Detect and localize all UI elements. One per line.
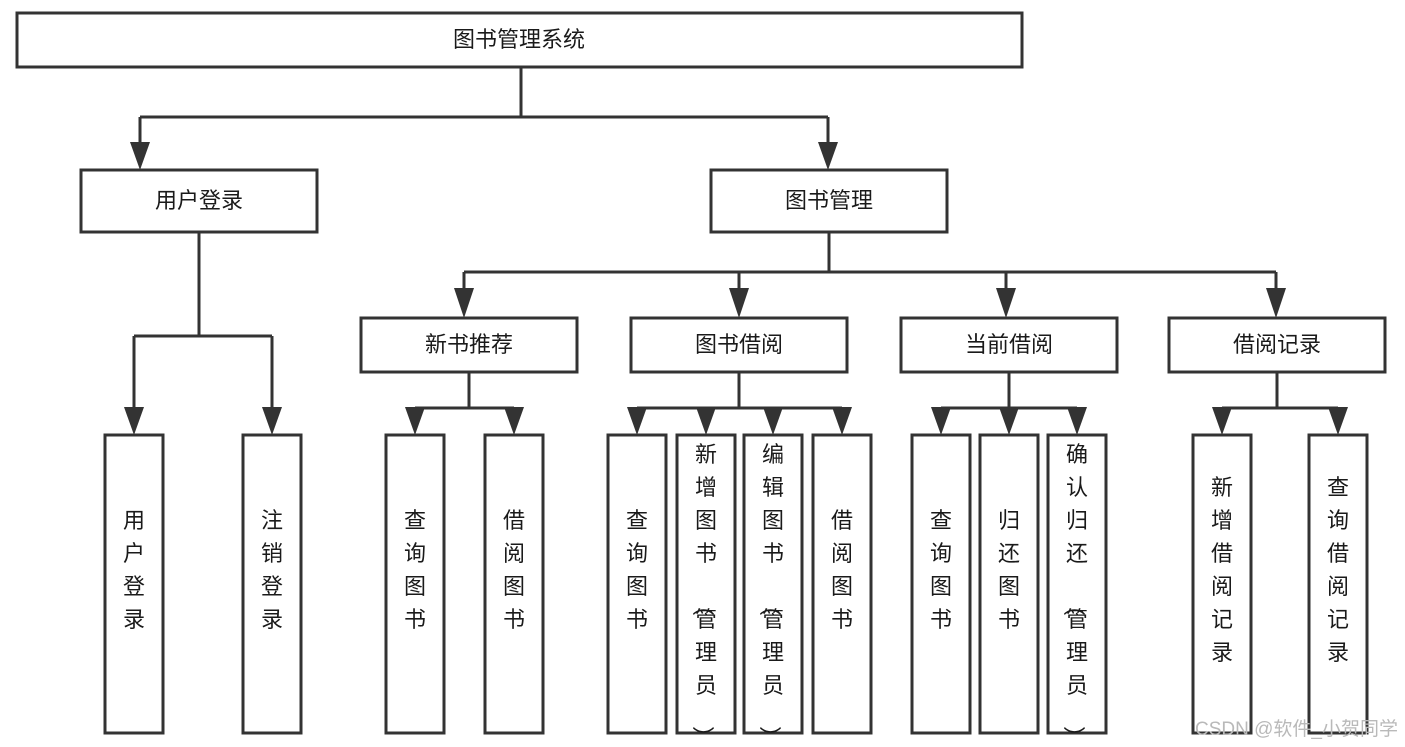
arrowhead-to-current [996,288,1016,318]
node-leaf-nb-borrow[interactable]: 借阅图书 [483,433,545,735]
node-newbook-box[interactable] [359,316,579,374]
node-leaf-re-add-label: 新增借阅记录 [1211,475,1233,665]
arrowhead-to-bookmgmt [818,142,838,170]
node-leaf-cu-query-label: 查询图书 [930,508,952,632]
arrowhead-to-leaf-bo-query [627,407,647,435]
edge-newbook-bus [413,372,516,412]
node-leaf-bo-edit[interactable]: 编辑图书（管理员） [742,433,804,747]
node-login[interactable]: 用户登录 [79,168,319,234]
node-bookmgmt-label: 图书管理 [785,188,873,213]
node-leaf-nb-borrow-box[interactable] [483,433,545,735]
node-leaf-user-logout[interactable]: 注销登录 [241,433,303,735]
arrowhead-to-leaf-cu-return [999,407,1019,435]
arrowhead-to-leaf-cu-query [931,407,951,435]
node-leaf-bo-borrow-label: 借阅图书 [831,508,853,632]
node-borrow-label: 图书借阅 [695,332,783,357]
arrowhead-to-leaf-nb-query [405,407,425,435]
edge-root-bus [138,67,830,147]
watermark-label: CSDN @软件_小贺同学 [1195,718,1398,740]
node-root-label: 图书管理系统 [453,27,585,52]
node-record[interactable]: 借阅记录 [1167,316,1387,374]
node-leaf-nb-query[interactable]: 查询图书 [384,433,446,735]
node-leaf-cu-query[interactable]: 查询图书 [910,433,972,735]
node-current-label: 当前借阅 [965,332,1053,357]
node-leaf-bo-add-label: 新增图书（管理员） [690,442,717,747]
node-leaf-nb-query-box[interactable] [384,433,446,735]
arrowhead-to-leaf-nb-borrow [504,407,524,435]
node-leaf-user-logout-box[interactable] [241,433,303,735]
node-leaf-nb-borrow-label: 借阅图书 [503,508,525,632]
node-leaf-re-query[interactable]: 查询借阅记录 [1307,433,1369,735]
node-bookmgmt-box[interactable] [709,168,949,234]
node-leaf-bo-edit-box[interactable] [742,433,804,735]
node-leaf-bo-query[interactable]: 查询图书 [606,433,668,735]
node-leaf-bo-add-box[interactable] [675,433,737,735]
arrowhead-to-leaf-re-add [1212,407,1232,435]
arrowhead-to-newbook [454,288,474,318]
leaf-layer: 用户登录 注销登录 查询图书 借阅图书 查询图书 新 [103,433,1369,747]
node-leaf-re-add[interactable]: 新增借阅记录 [1191,433,1253,735]
edge-login-bus [132,232,274,412]
arrowhead-to-record [1266,288,1286,318]
node-current[interactable]: 当前借阅 [899,316,1119,374]
node-newbook-label: 新书推荐 [425,332,513,357]
node-leaf-cu-confirm[interactable]: 确认归还（管理员） [1046,433,1108,747]
arrowhead-to-leaf-re-query [1328,407,1348,435]
node-leaf-bo-query-box[interactable] [606,433,668,735]
connector-layer [124,67,1348,435]
edge-record-bus [1220,372,1340,412]
node-root-box[interactable] [15,11,1024,69]
node-leaf-cu-return-box[interactable] [978,433,1040,735]
arrowhead-to-leaf-user-login [124,407,144,435]
node-leaf-cu-query-box[interactable] [910,433,972,735]
node-leaf-bo-add[interactable]: 新增图书（管理员） [675,433,737,747]
node-leaf-nb-query-label: 查询图书 [404,508,426,632]
node-login-label: 用户登录 [155,188,243,213]
node-leaf-bo-borrow-box[interactable] [811,433,873,735]
node-borrow[interactable]: 图书借阅 [629,316,849,374]
node-login-box[interactable] [79,168,319,234]
arrowhead-to-leaf-bo-edit [763,407,783,435]
node-leaf-user-login[interactable]: 用户登录 [103,433,165,735]
edge-bookmgmt-bus [462,232,1278,292]
node-leaf-re-query-box[interactable] [1307,433,1369,735]
arrowhead-to-login [130,142,150,170]
node-leaf-user-logout-label: 注销登录 [261,508,283,632]
edge-current-bus [939,372,1079,412]
node-leaf-cu-confirm-label: 确认归还（管理员） [1061,442,1088,747]
node-leaf-bo-edit-label: 编辑图书（管理员） [757,442,784,747]
edge-borrow-bus [635,372,844,412]
node-root[interactable]: 图书管理系统 [15,11,1024,69]
node-leaf-user-login-label: 用户登录 [123,508,145,632]
node-leaf-cu-return[interactable]: 归还图书 [978,433,1040,735]
node-leaf-bo-query-label: 查询图书 [626,508,648,632]
node-leaf-bo-borrow[interactable]: 借阅图书 [811,433,873,735]
node-leaf-user-login-box[interactable] [103,433,165,735]
arrowhead-to-leaf-user-logout [262,407,282,435]
arrowhead-to-leaf-bo-borrow [832,407,852,435]
node-leaf-cu-return-label: 归还图书 [998,508,1020,632]
node-record-label: 借阅记录 [1233,332,1321,357]
node-leaf-cu-confirm-box[interactable] [1046,433,1108,735]
arrowhead-to-leaf-cu-confirm [1067,407,1087,435]
node-record-box[interactable] [1167,316,1387,374]
arrowhead-to-borrow [729,288,749,318]
node-leaf-re-add-box[interactable] [1191,433,1253,735]
node-newbook[interactable]: 新书推荐 [359,316,579,374]
node-borrow-box[interactable] [629,316,849,374]
node-bookmgmt[interactable]: 图书管理 [709,168,949,234]
arrowhead-to-leaf-bo-add [696,407,716,435]
node-current-box[interactable] [899,316,1119,374]
node-leaf-re-query-label: 查询借阅记录 [1327,475,1349,665]
